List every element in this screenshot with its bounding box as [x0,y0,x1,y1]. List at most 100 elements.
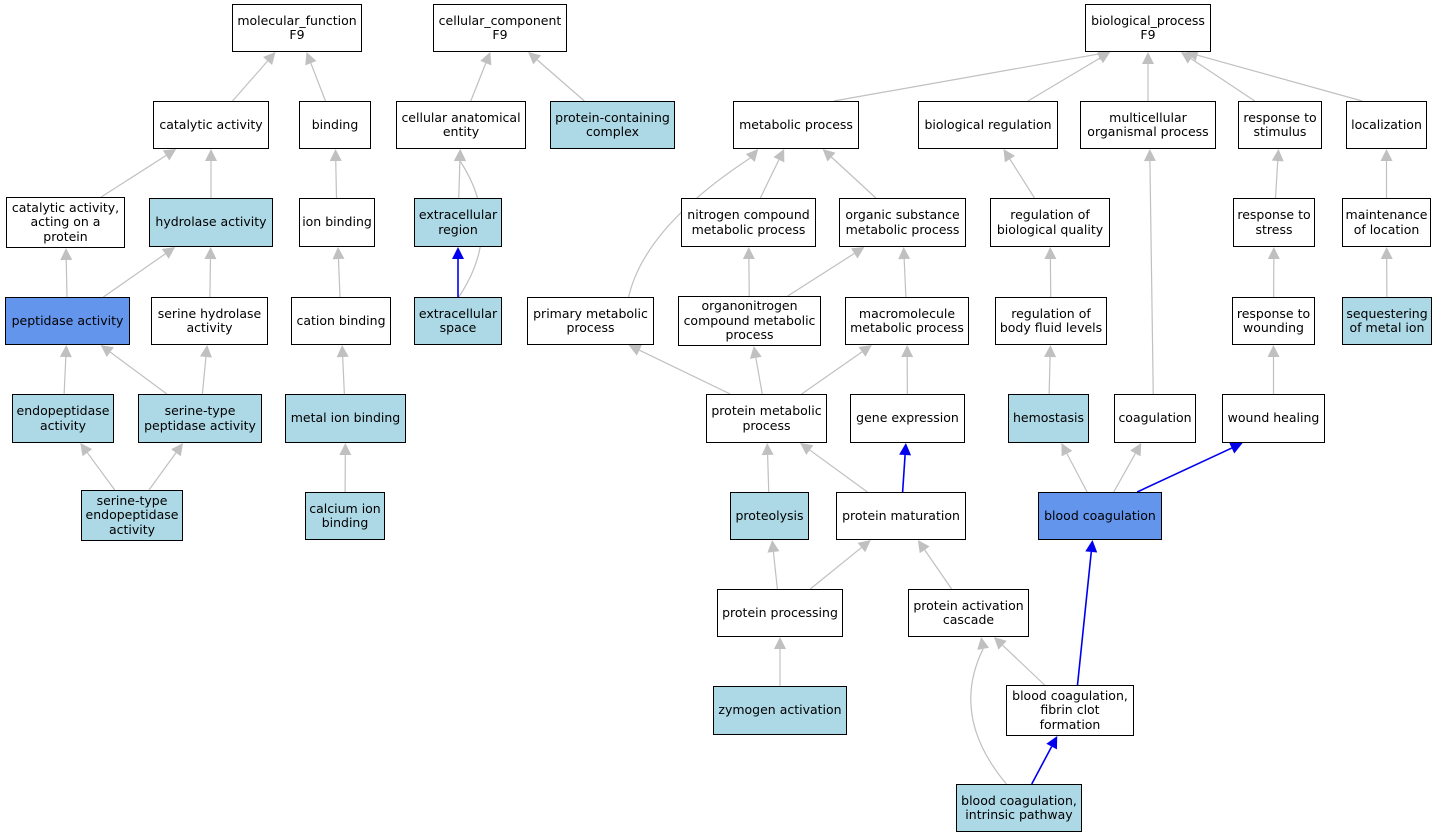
node-proteolysis[interactable]: proteolysis [730,492,809,540]
arrowhead-serine_peptidase-to-peptidase [100,345,114,357]
arrowhead-organic-to-metabolic [822,149,836,162]
node-cellular-component-root[interactable]: cellular_component F9 [433,4,567,52]
arrowhead-primary_met-to-metabolic [745,149,759,162]
node-localization[interactable]: localization [1346,101,1427,149]
node-primary-metabolic-process[interactable]: primary metabolic process [527,297,654,345]
node-serine-hydrolase-activity[interactable]: serine hydrolase activity [151,297,268,345]
node-calcium-ion-binding[interactable]: calcium ion binding [305,492,385,540]
edge-extracellular_region-to-cell_anat [458,160,461,199]
edge-bio_reg-to-bp_root [1027,57,1101,102]
arrowhead-endopeptidase-to-peptidase [59,345,72,358]
node-serine-type-peptidase-activity[interactable]: serine-type peptidase activity [138,394,262,443]
arrowhead-catalytic-to-mf_root [263,52,276,65]
edge-peptidase-to-hydrolase [103,253,166,298]
edge-organic-to-metabolic [831,156,877,199]
node-response-to-wounding[interactable]: response to wounding [1232,297,1315,345]
node-molecular-function-root[interactable]: molecular_function F9 [232,4,362,52]
node-peptidase-activity[interactable]: peptidase activity [5,297,130,345]
node-catalytic-activity[interactable]: catalytic activity [153,101,269,149]
node-cation-binding[interactable]: cation binding [291,297,391,345]
node-protein-maturation[interactable]: protein maturation [836,492,966,540]
edge-protein_met-to-macromolecule [801,351,863,395]
node-response-to-stimulus[interactable]: response to stimulus [1238,101,1322,149]
node-serine-type-endopeptidase-activity[interactable]: serine-type endopeptidase activity [81,490,183,541]
edge-macromolecule-to-organic [903,258,907,298]
arrowhead-serine_hydrolase-to-hydrolase [204,247,217,260]
arrowhead-cell_anat-to-cc_root [480,52,492,66]
edge-nitrogen-to-metabolic [759,159,780,199]
edge-protein_complex-to-cc_root [536,59,585,102]
node-blood-coagulation[interactable]: blood coagulation [1038,492,1162,540]
edge-protein_processing-to-protein_maturation [809,547,862,590]
node-metal-ion-binding[interactable]: metal ion binding [285,394,406,443]
edge-primary_met-to-metabolic [628,157,751,298]
node-extracellular-space[interactable]: extracellular space [414,297,502,345]
node-binding[interactable]: binding [299,101,371,149]
arrowhead-intrinsic-to-prot_act_cascade [977,637,990,650]
arrowhead-organonitrogen-to-organic [851,247,865,259]
edge-serine_peptidase-to-serine_hydrolase [201,356,207,395]
node-extracellular-region[interactable]: extracellular region [414,198,502,247]
node-zymogen-activation[interactable]: zymogen activation [713,686,847,735]
arrowhead-ion_binding-to-binding [329,149,342,162]
edge-organonitrogen-to-organic [787,252,855,297]
arrowhead-maint_location-to-localization [1380,149,1393,161]
node-protein-activation-cascade[interactable]: protein activation cascade [908,589,1029,637]
node-macromolecule-metabolic-process[interactable]: macromolecule metabolic process [845,297,969,345]
node-nitrogen-compound-metabolic-process[interactable]: nitrogen compound metabolic process [681,198,816,247]
edge-localization-to-bp_root [1197,54,1363,102]
node-endopeptidase-activity[interactable]: endopeptidase activity [12,394,114,443]
arrowhead-blood_coag-to-wound_healing [1229,442,1243,454]
arrowhead-prot_act_cascade-to-protein_maturation [917,540,930,554]
arrowhead-coagulation-to-multicell [1143,149,1156,162]
node-protein-containing-complex[interactable]: protein-containing complex [550,101,675,149]
arrowhead-organonitrogen-to-nitrogen [742,247,755,260]
node-gene-expression[interactable]: gene expression [850,394,965,443]
arrowhead-protein_maturation-to-protein_met [800,443,814,455]
edge-intrinsic-to-fibrin_clot [1031,746,1053,785]
edge-serine_hydrolase-to-hydrolase [209,258,212,298]
node-protein-metabolic-process[interactable]: protein metabolic process [706,394,827,443]
node-regulation-of-body-fluid-levels[interactable]: regulation of body fluid levels [995,297,1107,345]
edge-cation_binding-to-ion_binding [337,258,341,298]
edge-serine_endopeptidase-to-endopeptidase [86,452,116,491]
node-multicellular-organismal-process[interactable]: multicellular organismal process [1080,101,1216,149]
node-hemostasis[interactable]: hemostasis [1008,394,1089,443]
arrowhead-resp_stress-to-resp_stim [1271,149,1284,162]
arrowhead-protein_met-to-organonitrogen [749,346,762,359]
arrowhead-extracellular_space-to-cell_anat [454,149,467,162]
edge-binding-to-mf_root [310,62,327,102]
node-catalytic-activity-on-protein[interactable]: catalytic activity, acting on a protein [6,197,125,248]
node-maintenance-of-location[interactable]: maintenance of location [1342,198,1431,247]
node-hydrolase-activity[interactable]: hydrolase activity [149,198,273,247]
edge-coagulation-to-multicell [1149,160,1154,395]
edge-resp_stim-to-bp_root [1190,58,1256,102]
node-organic-substance-metabolic-process[interactable]: organic substance metabolic process [839,198,966,247]
node-biological-regulation[interactable]: biological regulation [918,101,1058,149]
edge-serine_endopeptidase-to-serine_peptidase [148,452,177,491]
node-blood-coagulation-fibrin-clot-formation[interactable]: blood coagulation, fibrin clot formation [1006,685,1134,736]
node-metabolic-process[interactable]: metabolic process [733,101,859,149]
node-coagulation[interactable]: coagulation [1114,394,1196,443]
node-organonitrogen-compound-metabolic-process[interactable]: organonitrogen compound metabolic proces… [678,296,821,346]
node-biological-process-root[interactable]: biological_process F9 [1085,4,1211,52]
edge-blood_coag-to-hemostasis [1066,453,1088,493]
node-sequestering-of-metal-ion[interactable]: sequestering of metal ion [1342,297,1432,345]
node-wound-healing[interactable]: wound healing [1222,394,1325,443]
arrowhead-blood_coag-to-coagulation [1130,443,1142,457]
node-ion-binding[interactable]: ion binding [299,198,375,247]
edge-hemostasis-to-reg_body_fluid [1048,356,1051,395]
arrowhead-serine_endopeptidase-to-serine_peptidase [171,443,183,457]
node-cellular-anatomical-entity[interactable]: cellular anatomical entity [396,101,526,149]
node-blood-coagulation-intrinsic-pathway[interactable]: blood coagulation, intrinsic pathway [956,784,1082,832]
arrowhead-binding-to-mf_root [305,52,317,66]
arrowhead-peptidase-to-cat_protein [60,248,73,261]
node-regulation-of-biological-quality[interactable]: regulation of biological quality [990,198,1110,247]
edge-endopeptidase-to-peptidase [63,356,67,395]
edge-protein_met-to-organonitrogen [755,357,763,395]
arrowhead-hemostasis-to-reg_body_fluid [1044,345,1057,358]
arrowhead-intrinsic-to-fibrin_clot [1046,736,1058,750]
node-protein-processing[interactable]: protein processing [717,589,843,637]
node-response-to-stress[interactable]: response to stress [1233,198,1315,247]
edge-protein_processing-to-proteolysis [772,551,778,590]
